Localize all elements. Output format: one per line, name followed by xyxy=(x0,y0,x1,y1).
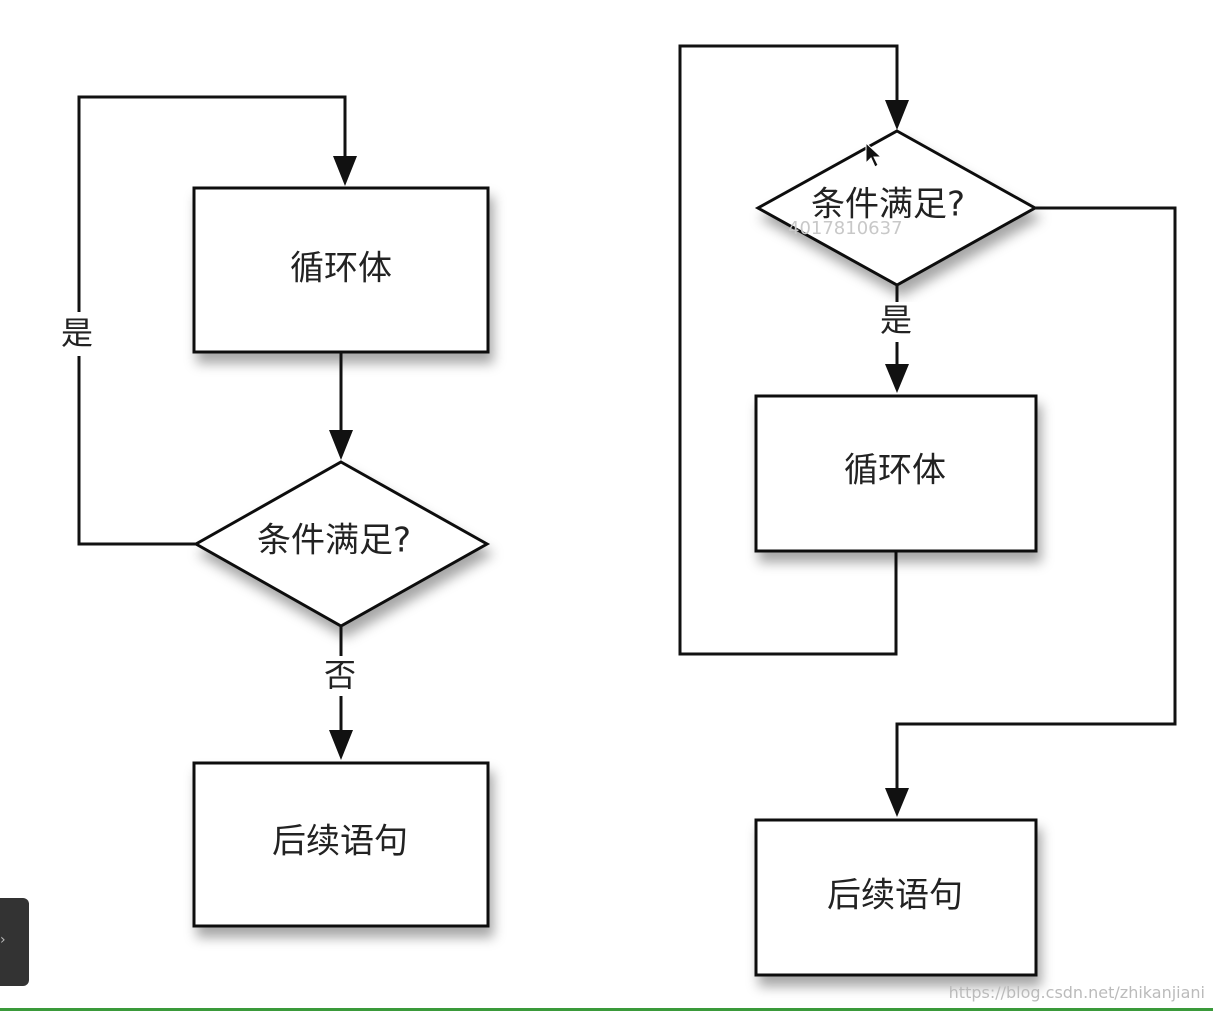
mouse-cursor-icon xyxy=(865,141,883,168)
left-yes-label: 是 xyxy=(61,314,93,352)
left-yes-loop-arrowhead xyxy=(333,156,357,186)
right-condition-label: 条件满足? xyxy=(811,185,965,225)
left-next-statement-box xyxy=(192,761,490,928)
left-body-to-condition-arrowhead xyxy=(329,430,353,460)
left-diagram: 循环体 条件满足? 是 否 后续语句 xyxy=(58,95,491,928)
right-yes-label: 是 xyxy=(880,301,912,339)
left-no-arrowhead xyxy=(329,730,353,760)
left-yes-label-bg xyxy=(58,312,100,356)
side-panel-tab[interactable]: › xyxy=(0,898,29,986)
right-loop-back-line xyxy=(678,44,899,656)
right-exit-line xyxy=(895,206,1177,790)
left-next-statement-label: 后续语句 xyxy=(272,822,408,862)
url-watermark: https://blog.csdn.net/zhikanjiani xyxy=(949,983,1205,1002)
right-yes-arrowhead xyxy=(885,364,909,393)
right-next-statement-box xyxy=(754,818,1038,977)
bottom-green-border xyxy=(0,1008,1213,1011)
right-exit-arrowhead xyxy=(885,788,909,817)
left-no-label: 否 xyxy=(324,656,356,694)
side-tab-chevron-icon: › xyxy=(0,932,6,948)
right-diagram: 条件满足? 是 循环体 后续语句 xyxy=(678,44,1177,977)
right-loop-back-arrowhead xyxy=(885,100,909,130)
left-loop-body-label: 循环体 xyxy=(290,249,392,289)
right-loop-body-box xyxy=(754,394,1038,553)
left-no-label-bg xyxy=(318,656,364,696)
center-watermark: 4017810637 xyxy=(788,218,903,239)
right-next-statement-label: 后续语句 xyxy=(827,876,963,916)
right-yes-label-bg xyxy=(876,302,918,342)
right-loop-body-label: 循环体 xyxy=(844,451,946,491)
left-condition-label: 条件满足? xyxy=(257,521,411,561)
left-yes-loop-line xyxy=(77,95,347,546)
